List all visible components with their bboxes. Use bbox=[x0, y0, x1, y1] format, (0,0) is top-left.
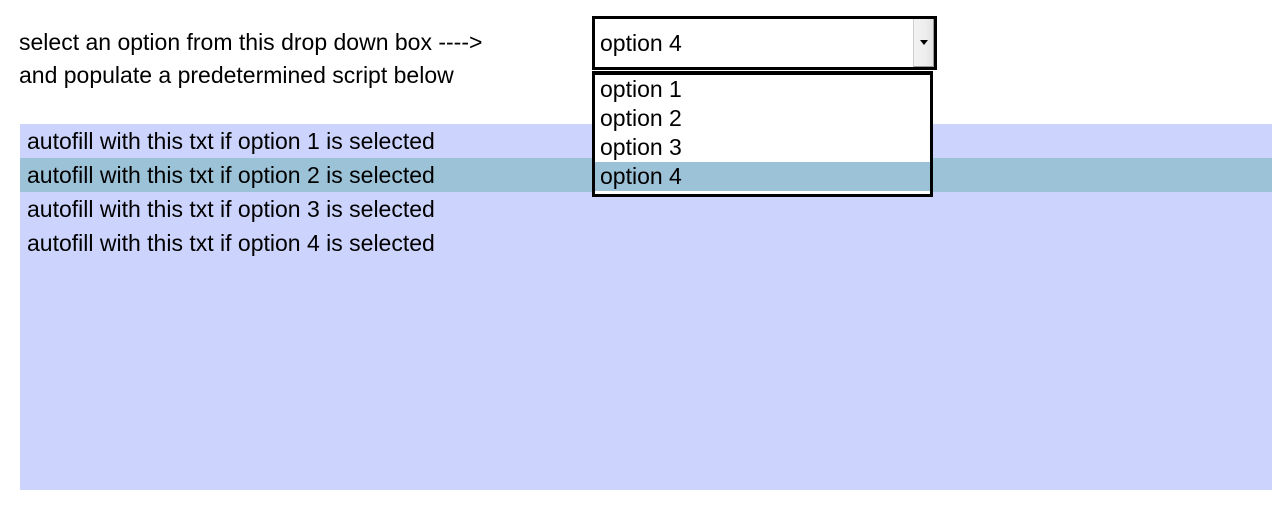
chevron-down-icon[interactable] bbox=[913, 19, 934, 67]
script-row-text: autofill with this txt if option 2 is se… bbox=[27, 162, 435, 188]
dropdown-option[interactable]: option 2 bbox=[595, 104, 930, 133]
script-row: autofill with this txt if option 4 is se… bbox=[20, 226, 1272, 260]
dropdown-option[interactable]: option 4 bbox=[595, 162, 930, 191]
chevron-down-glyph bbox=[919, 40, 928, 45]
script-row-text: autofill with this txt if option 4 is se… bbox=[27, 230, 435, 256]
instruction-line-1: select an option from this drop down box… bbox=[19, 29, 483, 55]
script-row: autofill with this txt if option 1 is se… bbox=[20, 124, 1272, 158]
instruction-text-block: select an option from this drop down box… bbox=[19, 26, 579, 92]
script-row-text: autofill with this txt if option 1 is se… bbox=[27, 128, 435, 154]
script-row-text: autofill with this txt if option 3 is se… bbox=[27, 196, 435, 222]
select-selected-value: option 4 bbox=[600, 30, 682, 56]
dropdown-option[interactable]: option 1 bbox=[595, 75, 930, 104]
dropdown-option[interactable]: option 3 bbox=[595, 133, 930, 162]
dropdown-control[interactable]: option 4 bbox=[592, 16, 937, 70]
instruction-line-2: and populate a predetermined script belo… bbox=[19, 62, 454, 88]
select-box[interactable]: option 4 bbox=[592, 16, 937, 70]
script-row: autofill with this txt if option 3 is se… bbox=[20, 192, 1272, 226]
